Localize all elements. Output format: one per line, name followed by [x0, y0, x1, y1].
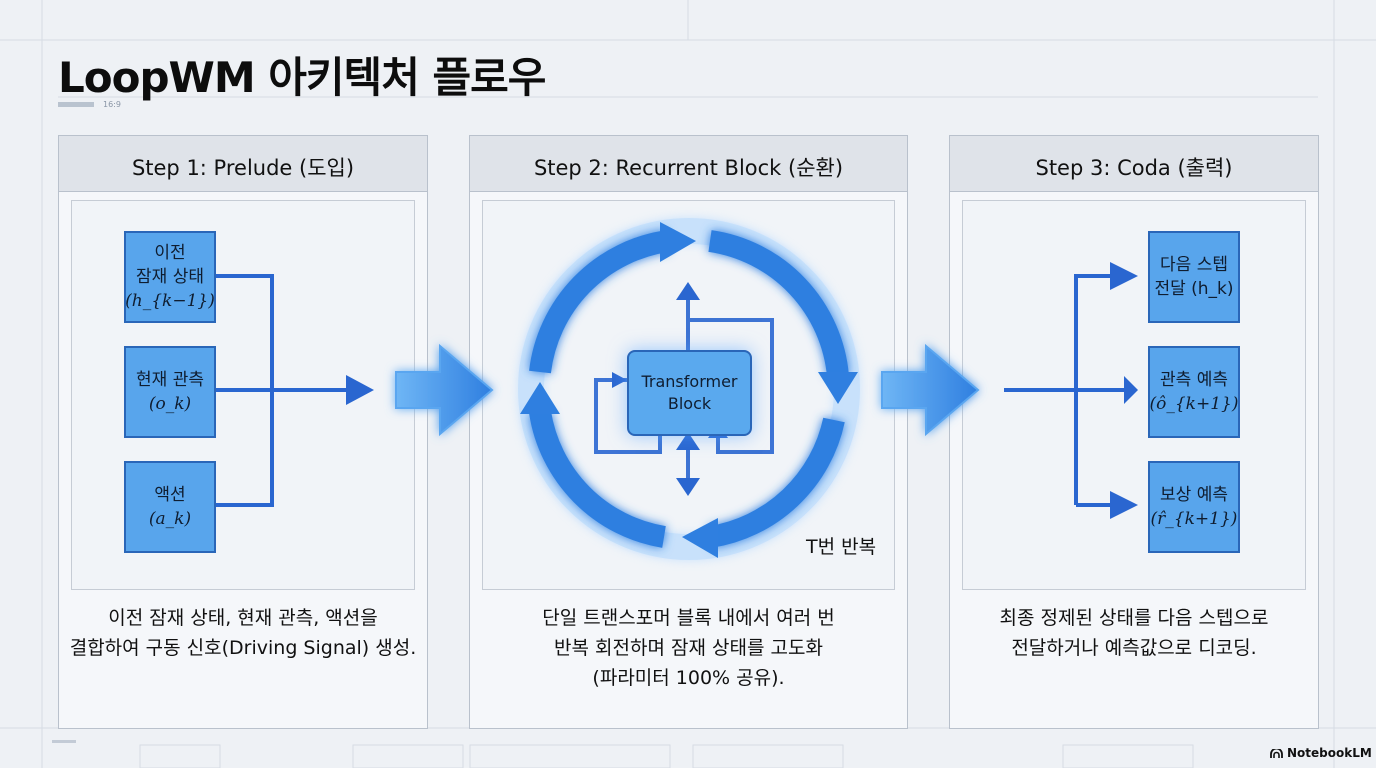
step3-title: Step 3: Coda (출력)	[1035, 156, 1233, 180]
input-action: 액션 (a_k)	[124, 461, 216, 553]
box-label: 다음 스텝	[1160, 255, 1228, 275]
step3-description-line: 전달하거나 예측값으로 디코딩.	[1011, 637, 1257, 659]
step1-header: Step 1: Prelude (도입)	[59, 136, 427, 192]
box-label: 이전	[154, 243, 186, 263]
brand-logo: NotebookLM	[1270, 746, 1372, 760]
box-label: 잠재 상태	[136, 267, 204, 287]
box-label: 관측 예측	[1160, 370, 1228, 390]
step3-header: Step 3: Coda (출력)	[950, 136, 1318, 192]
step2-header: Step 2: Recurrent Block (순환)	[470, 136, 907, 192]
step2-description-line: 단일 트랜스포머 블록 내에서 여러 번	[542, 607, 835, 629]
transformer-block: Transformer Block	[627, 350, 752, 436]
ratio-label: 16:9	[103, 100, 121, 109]
repeat-count-label: T번 반복	[806, 536, 877, 558]
step3-panel: Step 3: Coda (출력) 최종 정제된 상태를 다음 스텝으로 전달하…	[949, 135, 1319, 729]
step1-body	[71, 200, 415, 590]
step2-description-line: 반복 회전하며 잠재 상태를 고도화	[554, 637, 823, 659]
transformer-block-label: Transformer	[641, 372, 738, 391]
step3-description-line: 최종 정제된 상태를 다음 스텝으로	[999, 607, 1269, 629]
step1-panel: Step 1: Prelude (도입) 이전 잠재 상태, 현재 관측, 액션…	[58, 135, 428, 729]
box-math: (a_k)	[148, 509, 192, 529]
brand-label: NotebookLM	[1287, 746, 1372, 760]
box-label: 액션	[154, 485, 186, 505]
step3-description: 최종 정제된 상태를 다음 스텝으로 전달하거나 예측값으로 디코딩.	[950, 603, 1318, 663]
box-label: 전달 (h_k)	[1154, 279, 1234, 299]
notebooklm-icon	[1270, 748, 1283, 758]
step2-description: 단일 트랜스포머 블록 내에서 여러 번 반복 회전하며 잠재 상태를 고도화 …	[470, 603, 907, 693]
step1-description-line: 결합하여 구동 신호(Driving Signal) 생성.	[69, 637, 417, 659]
box-label: 현재 관측	[136, 370, 204, 390]
output-observation-prediction: 관측 예측 (ô_{k+1})	[1148, 346, 1240, 438]
step2-title: Step 2: Recurrent Block (순환)	[533, 156, 844, 180]
output-next-step: 다음 스텝 전달 (h_k)	[1148, 231, 1240, 323]
box-math: (h_{k−1})	[125, 291, 215, 311]
box-math: (ô_{k+1})	[1149, 394, 1239, 414]
input-current-observation: 현재 관측 (o_k)	[124, 346, 216, 438]
input-previous-latent-state: 이전 잠재 상태 (h_{k−1})	[124, 231, 216, 323]
box-label: 보상 예측	[1160, 485, 1228, 505]
page-title: LoopWM 아키텍처 플로우	[58, 53, 546, 102]
step1-title: Step 1: Prelude (도입)	[131, 156, 355, 180]
step1-description-line: 이전 잠재 상태, 현재 관측, 액션을	[108, 607, 378, 629]
step2-description-line: (파라미터 100% 공유).	[592, 667, 785, 689]
step3-body	[962, 200, 1306, 590]
output-reward-prediction: 보상 예측 (r̂_{k+1})	[1148, 461, 1240, 553]
box-math: (r̂_{k+1})	[1150, 509, 1238, 529]
box-math: (o_k)	[148, 394, 192, 414]
transformer-block-label: Block	[667, 394, 712, 413]
step1-description: 이전 잠재 상태, 현재 관측, 액션을 결합하여 구동 신호(Driving …	[59, 603, 427, 663]
